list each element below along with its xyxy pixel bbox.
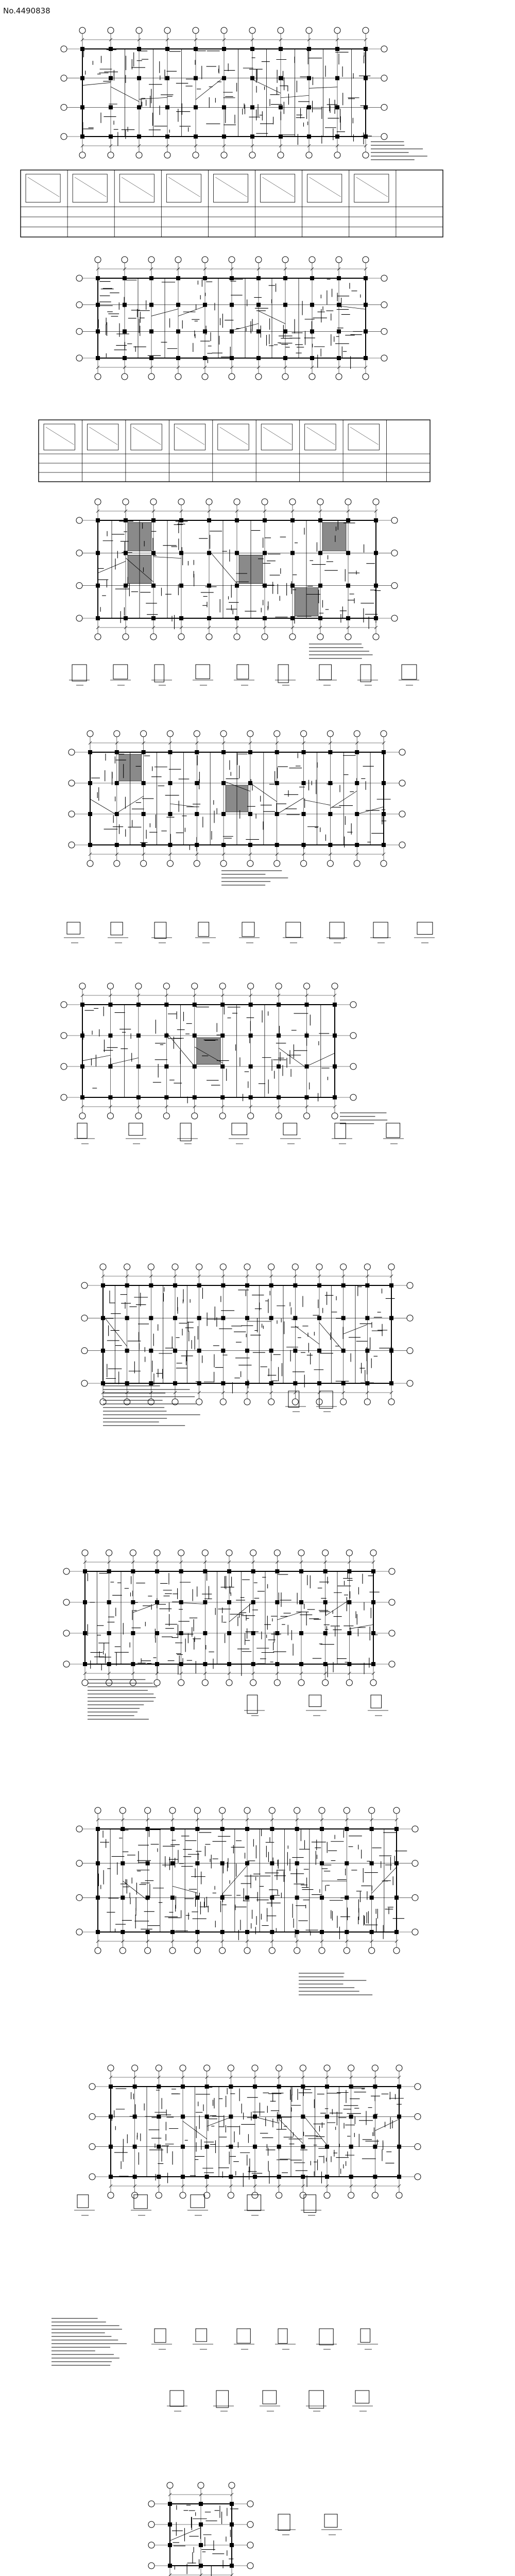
floor-framing-plan-2	[68, 730, 406, 867]
roof-plan-notes	[340, 1112, 388, 1124]
slab-plan-2-notes	[88, 1679, 158, 1720]
beam-reinforcement-plan-1	[76, 1807, 419, 1954]
section-details-1	[69, 664, 419, 686]
beam-reinforcement-plan-2	[89, 2064, 421, 2199]
slab-reinforcement-plan-2	[63, 1549, 396, 1686]
column-schedule-1	[20, 170, 443, 238]
node-details	[167, 2390, 373, 2412]
floor-plan-1-notes	[309, 643, 373, 659]
stair-plan	[148, 2482, 254, 2576]
foundation-plan-2	[76, 256, 388, 380]
stair-details	[151, 2328, 378, 2350]
column-schedule-2	[38, 419, 431, 482]
section-details-3	[74, 1123, 404, 1144]
watermark-id: No.4490838	[3, 6, 50, 15]
slab-plan-1-notes	[103, 1385, 200, 1426]
foundation-plan-1	[60, 27, 388, 159]
stair-section	[275, 2514, 342, 2535]
section-details-2	[64, 922, 435, 943]
beam-plan-1-notes	[299, 1973, 373, 1995]
beam-details	[74, 2194, 321, 2216]
slab-reinforcement-plan-1	[81, 1263, 414, 1405]
floor-plan-2-notes	[221, 870, 288, 886]
slab-detail-2	[244, 1694, 388, 1716]
general-notes	[52, 2318, 127, 2366]
slab-detail-1	[285, 1391, 337, 1412]
floor-framing-plan-1	[76, 498, 398, 640]
roof-framing-plan	[60, 982, 357, 1120]
plan-1-notes	[371, 141, 427, 160]
